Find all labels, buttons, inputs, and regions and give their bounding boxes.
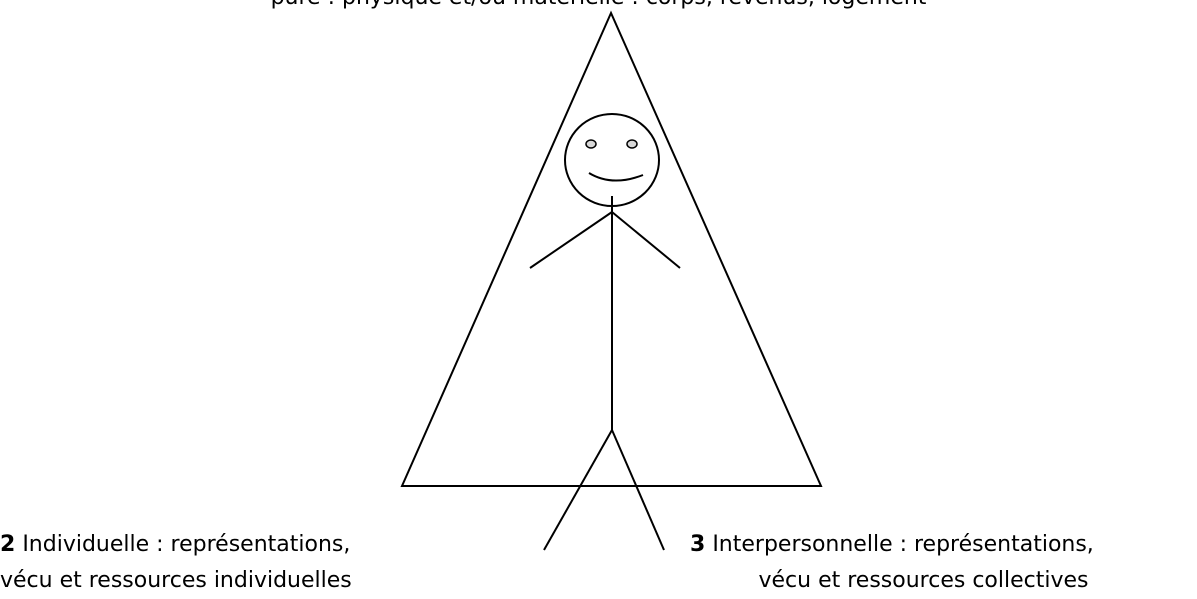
triangle-diagram <box>0 0 1197 583</box>
label-individual-line2: vécu et ressources individuelles <box>0 563 320 599</box>
stick-figure-right-arm <box>612 212 680 268</box>
stick-figure-left-leg <box>544 430 612 550</box>
label-individual: 2 Individuelle : représentations, vécu e… <box>0 527 320 599</box>
label-interpersonal-number: 3 <box>690 532 705 557</box>
label-individual-line1: Individuelle : représentations, <box>22 532 350 557</box>
stick-figure-left-arm <box>530 212 612 268</box>
stick-figure <box>530 114 680 550</box>
label-interpersonal: 3 Interpersonnelle : représentations, vé… <box>690 527 1197 599</box>
stick-figure-right-eye <box>627 140 637 148</box>
stick-figure-right-leg <box>612 430 664 550</box>
stick-figure-smile <box>589 173 643 181</box>
stick-figure-left-eye <box>586 140 596 148</box>
label-interpersonal-line1: Interpersonnelle : représentations, <box>712 532 1094 557</box>
stick-figure-head <box>565 114 659 206</box>
label-individual-number: 2 <box>0 532 15 557</box>
label-interpersonal-line2: vécu et ressources collectives <box>690 563 1197 599</box>
